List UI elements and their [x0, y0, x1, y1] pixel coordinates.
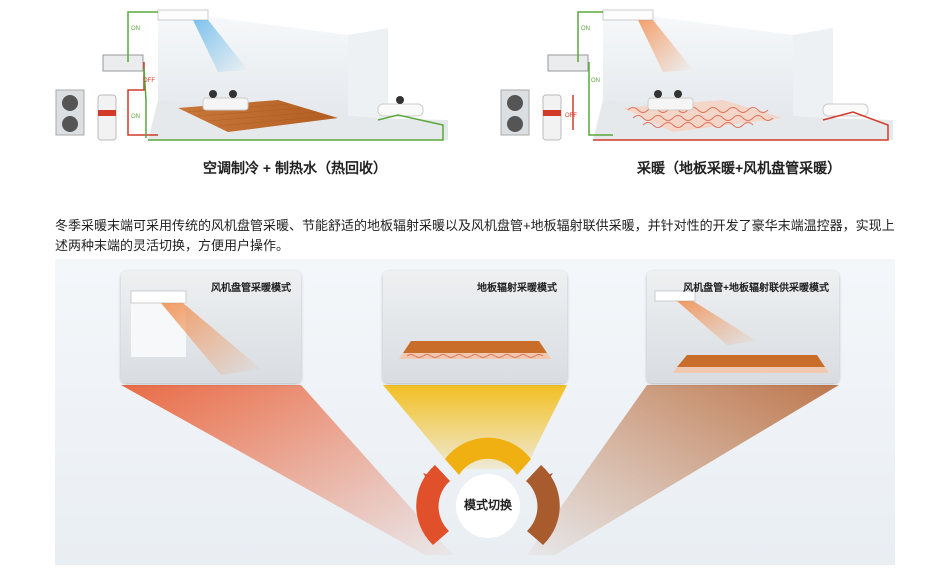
switch-on-mid: ON	[591, 78, 600, 84]
combined-beam	[527, 385, 839, 555]
fan-coil-mode-card[interactable]: 风机盘管采暖模式	[121, 271, 301, 383]
mode-switch-panel: 风机盘管采暖模式 地板辐射采暖模式 风机盘管+地板辐射联供采暖模式 模式切换	[55, 259, 895, 565]
combined-mode-card[interactable]: 风机盘管+地板辐射联供采暖模式	[647, 271, 839, 383]
description-text: 冬季采暖末端可采用传统的风机盘管采暖、节能舒适的地板辐射采暖以及风机盘管+地板辐…	[55, 218, 895, 253]
combined-illustration	[654, 290, 829, 373]
fan-coil-beam	[121, 385, 453, 555]
fan-coil-illustration	[130, 290, 261, 375]
mode-switch-label[interactable]: 模式切换	[463, 498, 512, 512]
switch-off: OFF	[143, 78, 155, 84]
floor-mode-card[interactable]: 地板辐射采暖模式	[383, 271, 567, 383]
switch-on-top: ON	[581, 26, 590, 32]
floor-illustration	[399, 341, 551, 359]
cooling-scene-illustration: ON OFF ON	[48, 0, 458, 150]
switch-on-top: ON	[131, 26, 140, 32]
heating-scene-illustration: ON ON OFF	[493, 0, 903, 150]
switch-on-bottom: ON	[131, 114, 140, 120]
combined-mode-title: 风机盘管+地板辐射联供采暖模式	[683, 283, 829, 294]
floor-mode-title: 地板辐射采暖模式	[477, 283, 557, 294]
switch-off: OFF	[565, 113, 577, 119]
heating-scene-svg: ON ON OFF	[500, 9, 893, 141]
heating-caption: 采暖（地板采暖+风机盘管采暖）	[637, 160, 842, 176]
cooling-caption: 空调制冷 + 制热水（热回收）	[203, 160, 387, 176]
fan-coil-mode-title: 风机盘管采暖模式	[211, 283, 291, 294]
mode-beams-svg	[121, 385, 839, 555]
floor-beam	[383, 385, 567, 469]
cooling-scene-svg: ON OFF ON	[55, 9, 448, 141]
